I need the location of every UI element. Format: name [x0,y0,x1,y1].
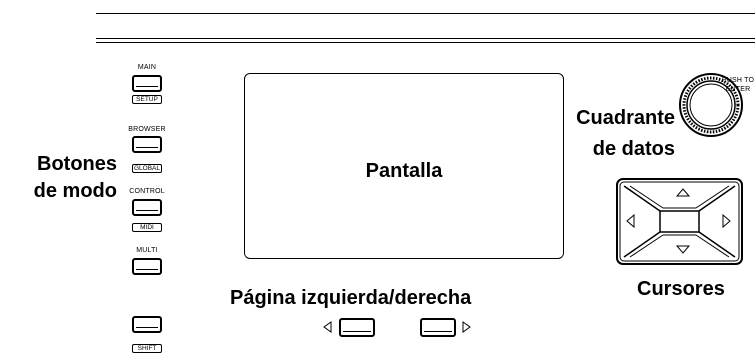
global-tag: GLOBAL [132,164,162,173]
control-button[interactable] [132,199,162,216]
main-button-label: MAIN [137,64,157,71]
main-button[interactable] [132,75,162,92]
cursors-caption: Cursores [637,278,725,300]
dial-caption-line1: Cuadrante [576,107,675,129]
mode-buttons-caption-line2: de modo [33,180,117,202]
panel-top-line [96,13,755,14]
cursor-up-icon[interactable] [675,188,691,197]
panel-double-line [96,38,755,43]
cursor-pad [616,178,743,265]
browser-button[interactable] [132,136,162,153]
cursor-right-icon[interactable] [722,213,731,229]
dial-caption-line2: de datos [592,138,675,160]
page-caption: Página izquierda/derecha [230,287,472,309]
data-dial[interactable] [678,72,744,138]
control-button-label: CONTROL [129,188,165,195]
shift-button[interactable] [132,316,162,333]
browser-button-label: BROWSER [128,126,166,133]
page-left-button[interactable] [339,318,375,337]
cursor-down-icon[interactable] [675,245,691,254]
push-to-enter-line1: PUSH TO [721,77,755,84]
display-label: Pantalla [365,160,443,182]
cursor-left-icon[interactable] [626,213,635,229]
push-to-enter-line2: ENTER [725,86,751,93]
midi-tag: MIDI [132,223,162,232]
page-right-icon [462,321,471,333]
page-right-button[interactable] [420,318,456,337]
shift-tag: SHIFT [132,344,162,353]
multi-button-label: MULTI [136,247,158,254]
display-screen: Pantalla [244,73,564,259]
page-left-icon [323,321,332,333]
mode-buttons-caption-line1: Botones [37,153,117,175]
multi-button[interactable] [132,258,162,275]
setup-tag: SETUP [132,95,162,104]
